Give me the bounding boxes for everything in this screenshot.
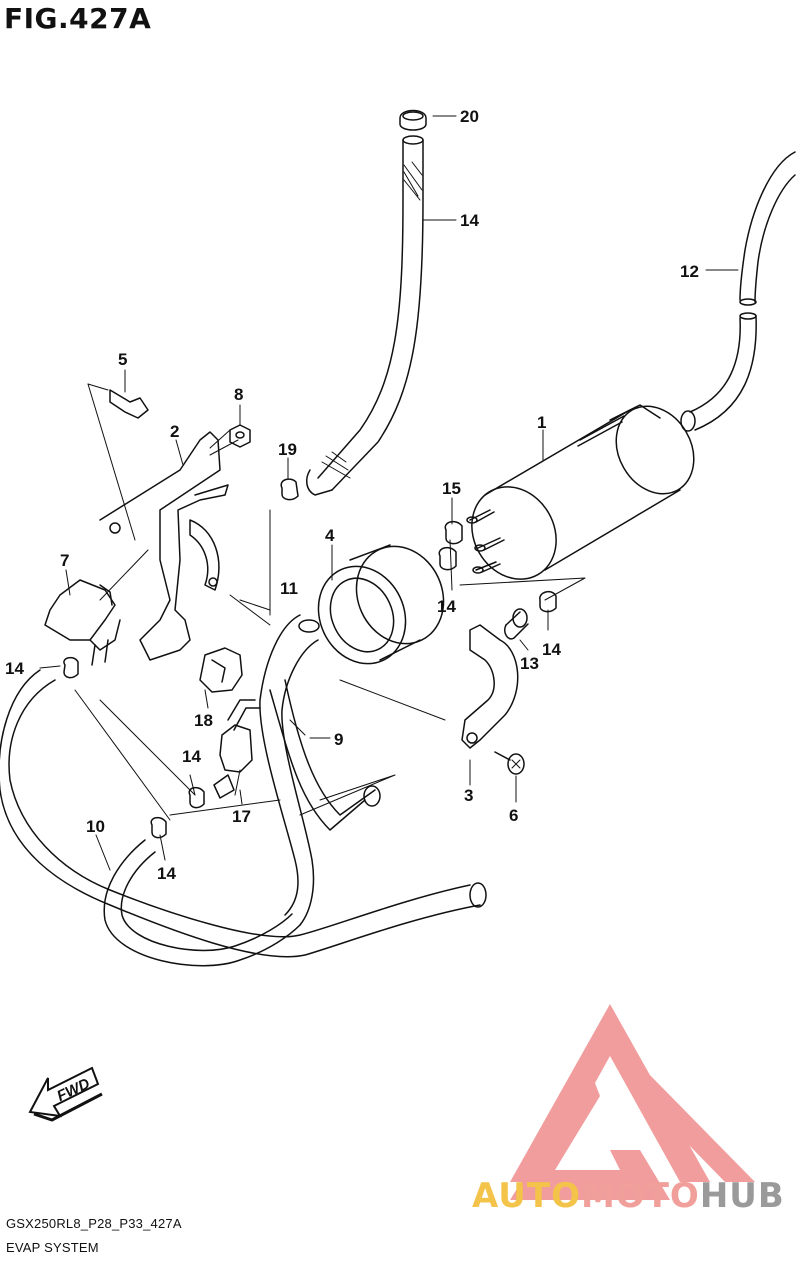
clamp-14-canister bbox=[438, 546, 457, 571]
callout-7: 7 bbox=[60, 551, 69, 570]
callout-13: 13 bbox=[520, 654, 539, 673]
cushion-4 bbox=[317, 544, 445, 665]
clamp-20 bbox=[280, 478, 299, 501]
hose-9 bbox=[269, 679, 381, 831]
callout-4: 4 bbox=[325, 526, 335, 545]
clamp-14-left-a bbox=[63, 656, 79, 679]
cap-13 bbox=[503, 608, 529, 640]
callout-14-canister: 14 bbox=[437, 597, 456, 616]
bolt-5 bbox=[87, 383, 149, 419]
clamp-15 bbox=[444, 520, 463, 545]
bracket-3 bbox=[461, 624, 519, 749]
callout-15: 15 bbox=[442, 479, 461, 498]
clamp-14-left-b bbox=[188, 786, 205, 809]
figure-name: EVAP SYSTEM bbox=[6, 1240, 99, 1255]
callout-17: 14 bbox=[460, 211, 479, 230]
callout-8: 8 bbox=[234, 385, 243, 404]
fwd-arrow-icon: FWD bbox=[28, 1066, 103, 1122]
figure-code: GSX250RL8_P28_P33_427A bbox=[6, 1216, 182, 1231]
hose-10 bbox=[0, 669, 487, 967]
callout-18: 18 bbox=[194, 711, 213, 730]
callout-3: 3 bbox=[464, 786, 473, 805]
figure-title: FIG.427A bbox=[4, 2, 152, 35]
brand-auto: AUTO bbox=[472, 1176, 581, 1216]
valve-7 bbox=[44, 579, 121, 666]
bracket-2 bbox=[99, 431, 229, 661]
callout-14-mid: 14 bbox=[182, 747, 201, 766]
hose-11 bbox=[259, 614, 320, 926]
canister-1 bbox=[466, 404, 695, 580]
automotohub-logo-icon bbox=[510, 1004, 755, 1200]
clamp-14-right bbox=[539, 590, 557, 613]
nut-8 bbox=[229, 424, 251, 448]
hose-12 bbox=[680, 151, 796, 432]
joint-16 bbox=[213, 699, 261, 799]
callout-19: 20 bbox=[460, 107, 479, 126]
clamp-19 bbox=[399, 109, 427, 131]
callout-20: 19 bbox=[278, 440, 297, 459]
brand-moto: MOTO bbox=[580, 1176, 700, 1216]
callout-2: 2 bbox=[170, 422, 179, 441]
holder-18 bbox=[199, 647, 243, 693]
clamp-14-left-c bbox=[150, 816, 167, 839]
callout-1: 1 bbox=[537, 413, 546, 432]
brand-hub: HUB bbox=[699, 1176, 785, 1216]
screw-6 bbox=[494, 751, 525, 775]
callout-9: 9 bbox=[334, 730, 343, 749]
callout-14-left: 14 bbox=[5, 659, 24, 678]
callout-12: 12 bbox=[680, 262, 699, 281]
callout-10: 10 bbox=[86, 817, 105, 836]
callout-6: 6 bbox=[509, 806, 518, 825]
callout-16: 17 bbox=[232, 807, 251, 826]
watermark-brand: AUTOMOTOHUB bbox=[472, 1176, 785, 1216]
callout-14-right: 14 bbox=[542, 640, 561, 659]
callout-14-bottom: 14 bbox=[157, 864, 176, 883]
callout-11: 11 bbox=[280, 579, 298, 598]
callout-5: 5 bbox=[118, 350, 127, 369]
hose-17 bbox=[305, 135, 424, 496]
leader-lines bbox=[39, 115, 739, 871]
